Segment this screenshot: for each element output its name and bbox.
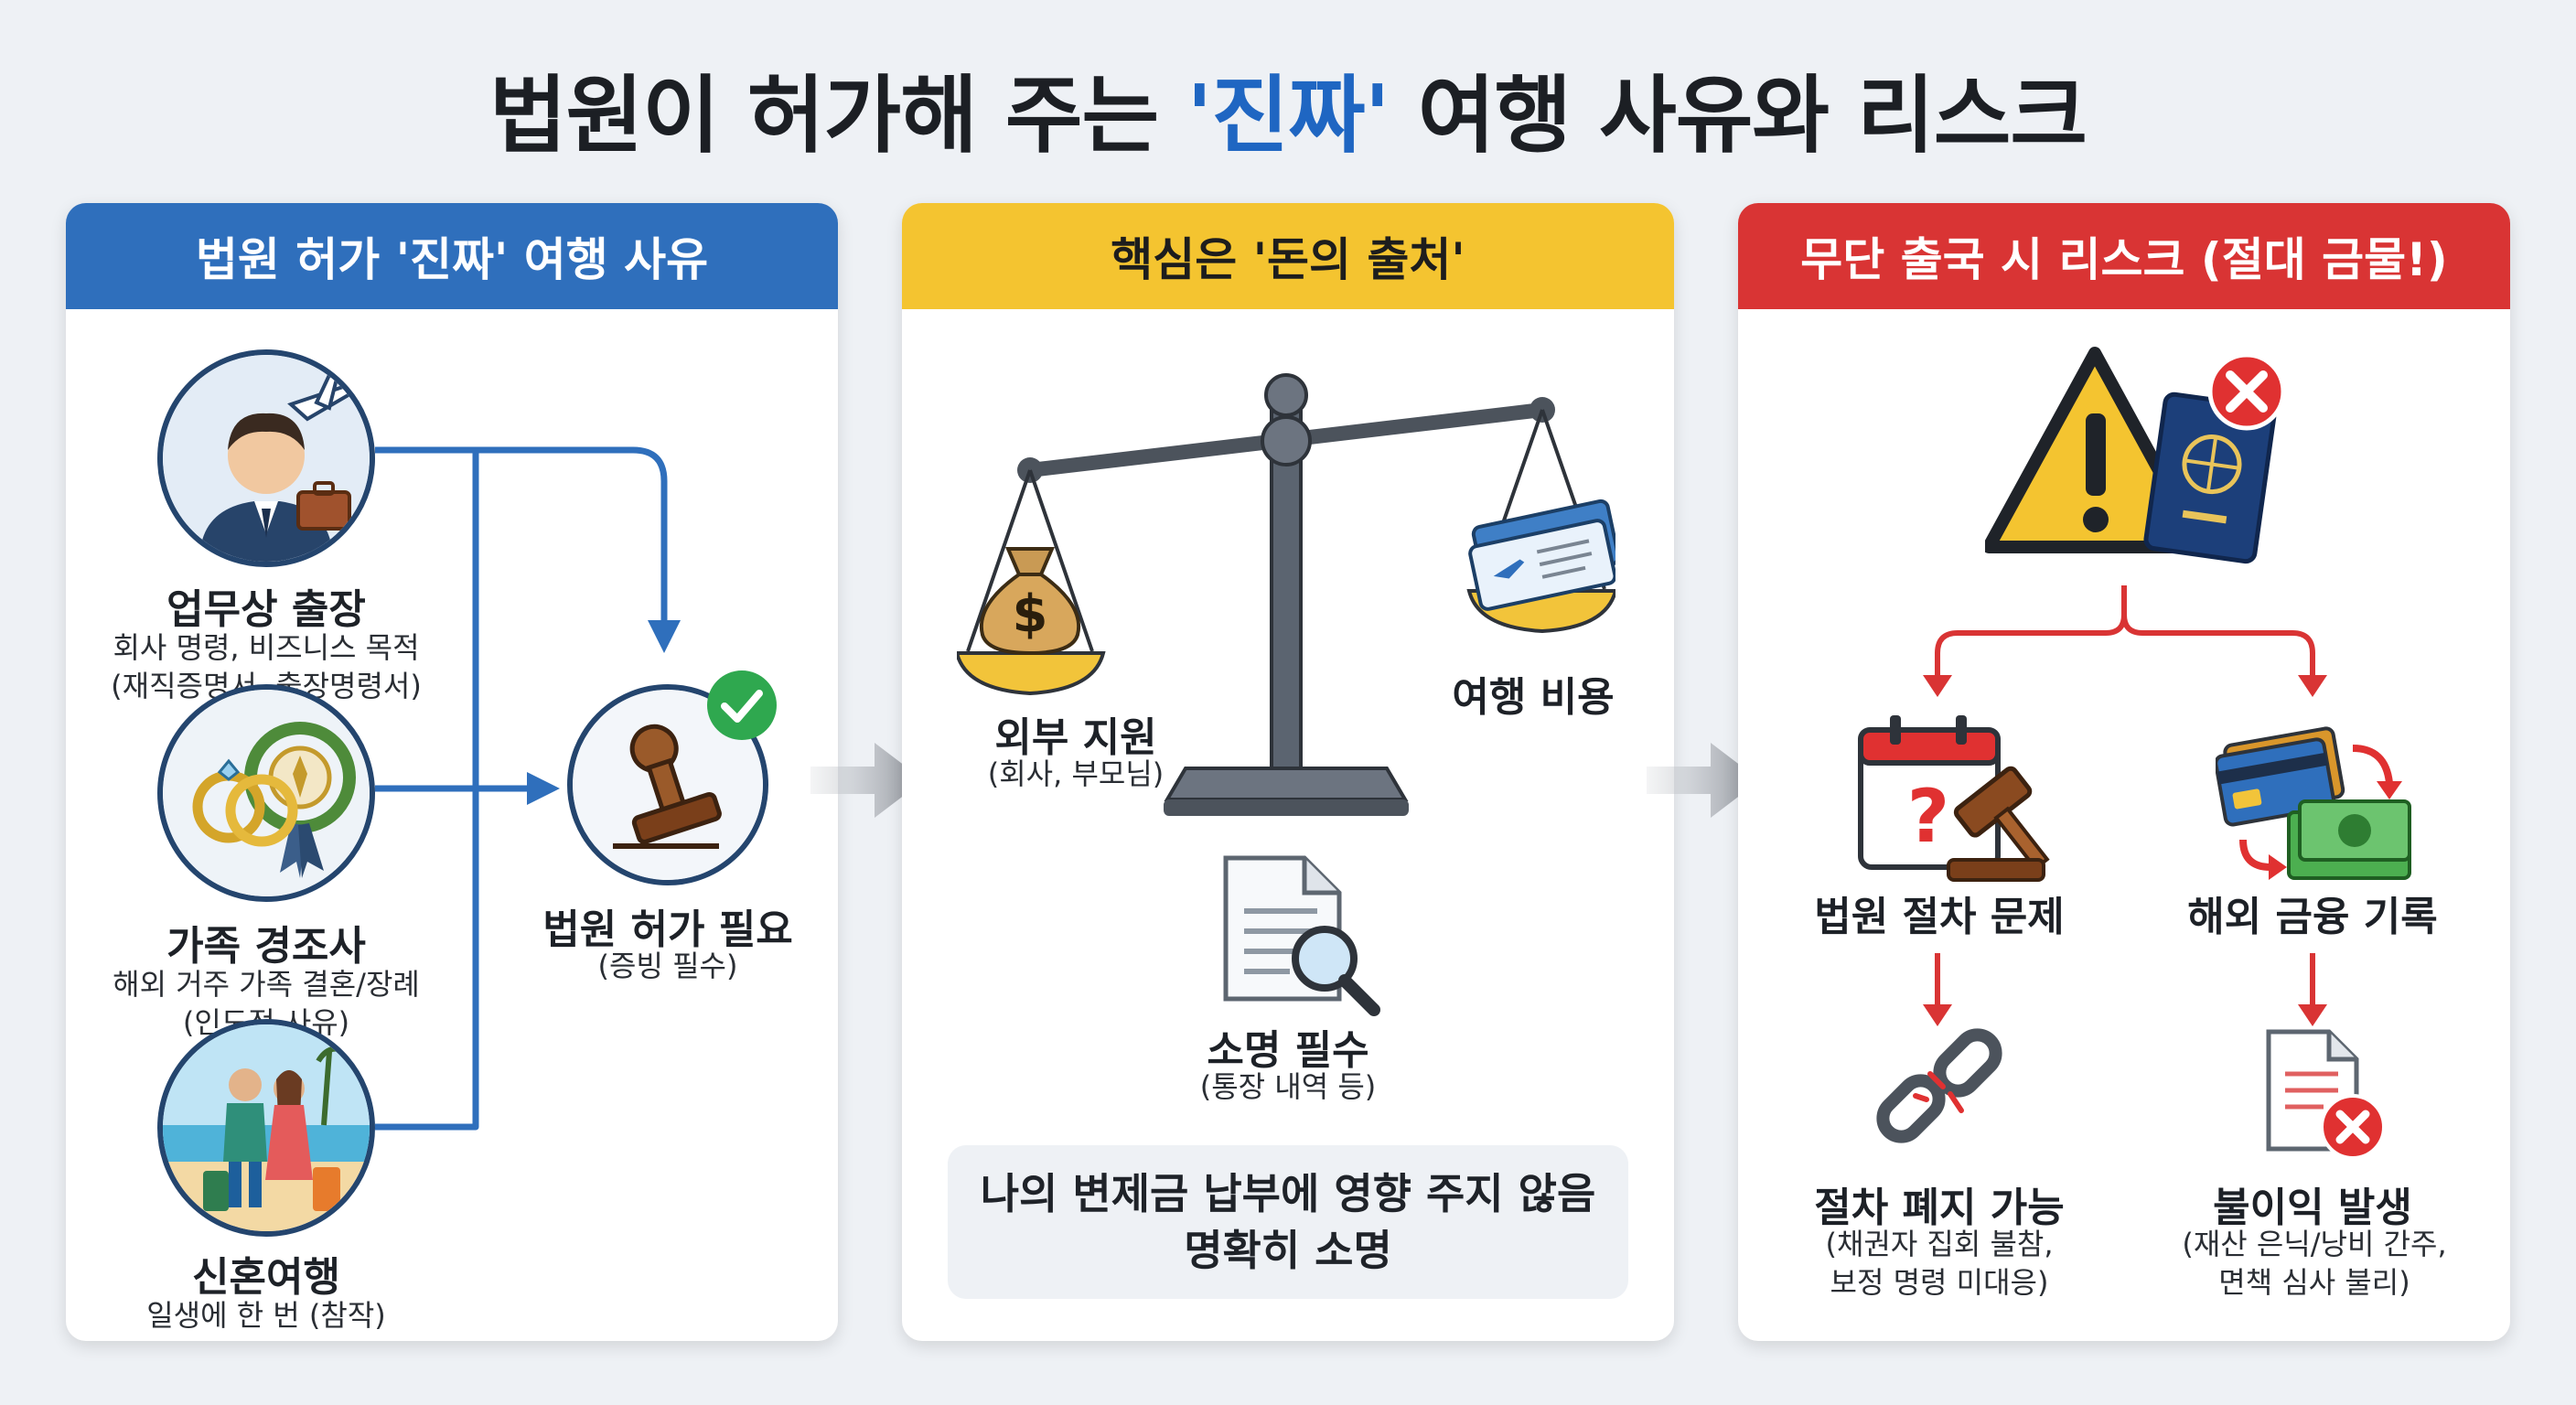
wedding-rings-wreath-icon [157,684,375,902]
svg-text:$: $ [1013,585,1048,644]
reasons-connector-lines [375,446,681,1131]
card-cash-exchange-icon [2216,726,2411,880]
disadvantage-desc: (재산 은닉/낭비 간주, [2182,1227,2447,1261]
rejected-document-icon [2266,1029,2386,1160]
money-panel-header: 핵심은 '돈의 출처' [902,203,1674,309]
couple-beach-icon [157,1019,375,1237]
external-support-label: 외부 지원 [994,714,1157,761]
risk-connector-lines [1923,585,2327,1026]
result-label: 법원 허가 필요 [542,906,793,953]
businessman-airplane-icon [157,349,375,567]
reasons-panel-header: 법원 허가 '진짜' 여행 사유 [66,203,838,309]
calendar-gavel-icon: ? [1858,715,2050,882]
page-title: 법원이 허가해 주는 '진짜' 여행 사유와 리스크 [488,67,2088,165]
finance-record-label: 해외 금융 기록 [2187,894,2438,940]
abolish-desc: 보정 명령 미대응) [1830,1265,2049,1300]
item-label: 업무상 출장 [166,586,366,633]
court-issue-label: 법원 절차 문제 [1814,894,2065,940]
abolish-label: 절차 폐지 가능 [1814,1185,2065,1231]
check-badge-icon [707,670,777,740]
broken-chain-icon [1876,1028,2002,1143]
risk-panel-header: 무단 출국 시 리스크 (절대 금물!) [1738,203,2510,309]
item-label: 가족 경조사 [166,923,366,970]
result-desc: (증빙 필수) [597,949,738,983]
reasons-panel: 법원 허가 '진짜' 여행 사유 업무상 출장 회사 명령, 비즈니스 목적 [66,203,838,1341]
warning-passport-icon [1985,347,2286,564]
disadvantage-desc: 면책 심사 불리) [2218,1265,2410,1300]
external-support-desc: (회사, 부모님) [987,756,1165,791]
item-desc: 일생에 한 번 (참작) [146,1298,386,1333]
disadvantage-label: 불이익 발생 [2213,1185,2412,1231]
flow-arrow-icon [810,743,924,818]
risk-panel: 무단 출국 시 리스크 (절대 금물!) ? [1738,203,2510,1341]
proof-desc: (통장 내역 등) [1199,1069,1377,1104]
item-desc: 해외 거주 가족 결혼/장례 [113,967,420,1002]
balance-scale-icon: $ [957,373,1615,816]
svg-text:?: ? [1907,774,1949,859]
proof-label: 소명 필수 [1207,1027,1369,1074]
item-desc: 회사 명령, 비즈니스 목적 [113,630,420,665]
item-label: 신혼여행 [192,1254,340,1301]
flow-arrow-icon [1647,743,1760,818]
money-source-panel: 핵심은 '돈의 출처' $ 외부 지원 (회사, 부모님) 여행 비용 [902,203,1674,1341]
abolish-desc: (채권자 집회 불참, [1825,1227,2054,1261]
document-magnifier-icon [1223,855,1380,1016]
repayment-note: 나의 변제금 납부에 영향 주지 않음 명확히 소명 [948,1145,1628,1299]
travel-cost-label: 여행 비용 [1452,674,1615,721]
approval-stamp-icon [567,684,768,885]
